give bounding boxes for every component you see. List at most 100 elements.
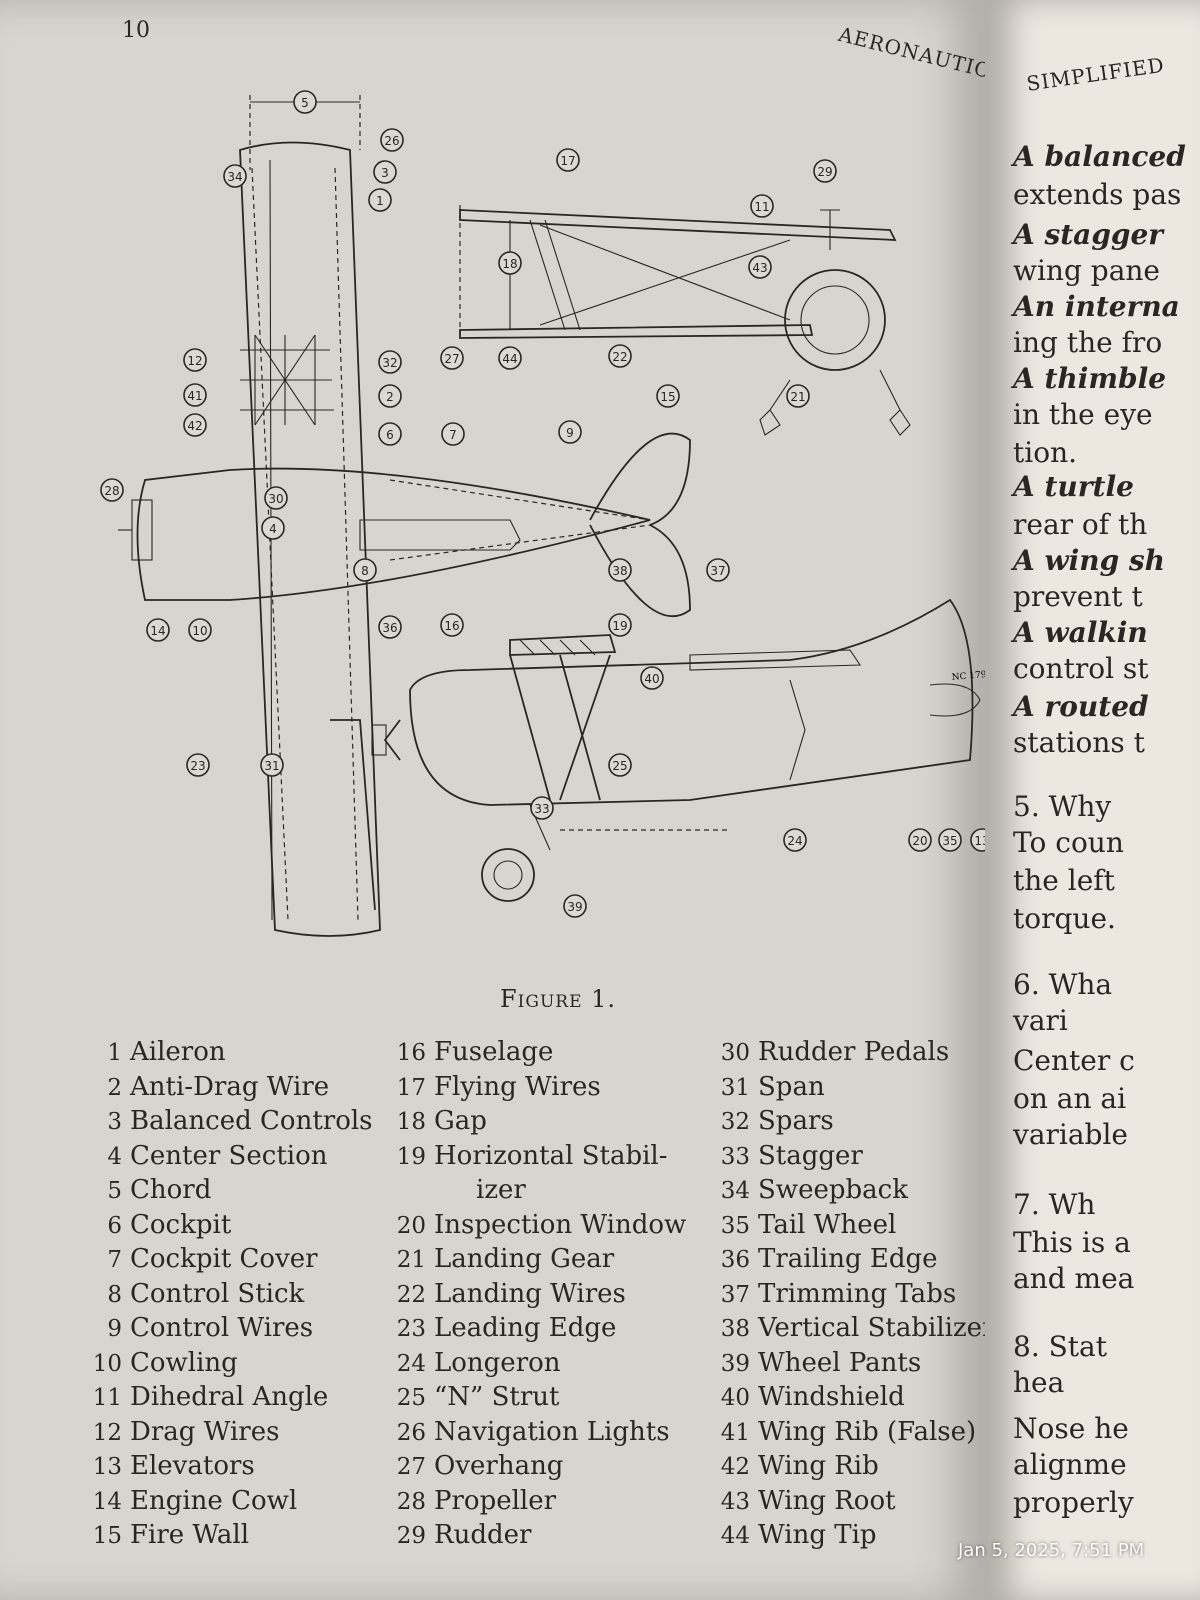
- legend-number: 4: [107, 1143, 122, 1170]
- legend-label: Fire Wall: [130, 1520, 250, 1550]
- callout-circle: [223, 164, 247, 188]
- callout-circle: [498, 251, 522, 275]
- right-page-line: stations t: [1013, 726, 1145, 759]
- right-page-line: An interna: [1013, 290, 1180, 323]
- callout-4: 4: [261, 516, 285, 540]
- right-page-line: tion.: [1013, 436, 1077, 469]
- legend-item: 23 Leading Edge: [392, 1311, 686, 1346]
- callout-number: 5: [301, 96, 309, 110]
- right-page-line: the left: [1013, 864, 1115, 897]
- callout-27: 27: [440, 346, 464, 370]
- callout-number: 7: [449, 428, 457, 442]
- legend-label: Cockpit: [130, 1209, 232, 1240]
- legend-label: Center Section: [130, 1140, 328, 1171]
- legend-number: 32: [720, 1109, 750, 1135]
- callout-number: 29: [817, 165, 832, 179]
- legend-number: 5: [107, 1178, 122, 1204]
- callout-circle: [783, 828, 807, 852]
- callout-circle: [378, 422, 402, 446]
- right-page-line: variable: [1013, 1118, 1128, 1151]
- legend-label: Drag Wires: [130, 1416, 280, 1447]
- right-page-line: 8. Stat: [1013, 1330, 1107, 1363]
- callout-35: 35: [938, 828, 962, 852]
- callout-number: 9: [566, 426, 574, 440]
- callout-circle: [938, 828, 962, 852]
- callout-34: 34: [223, 164, 247, 188]
- callout-22: 22: [608, 344, 632, 368]
- legend-label: Navigation Lights: [434, 1416, 670, 1447]
- callout-number: 6: [386, 428, 394, 442]
- legend-label: Stagger: [758, 1140, 863, 1171]
- callout-3: 3: [373, 160, 397, 184]
- callout-circle: [908, 828, 932, 852]
- right-page-line: and mea: [1013, 1262, 1135, 1295]
- right-page-line: 6. Wha: [1013, 968, 1113, 1001]
- callout-36: 36: [378, 615, 402, 639]
- legend-label: Control Wires: [130, 1313, 314, 1343]
- legend-number: 17: [396, 1074, 426, 1101]
- legend-label: Leading Edge: [434, 1313, 617, 1343]
- legend-number: 1: [107, 1040, 122, 1066]
- legend-label: Landing Wires: [434, 1278, 626, 1309]
- legend-label: Engine Cowl: [130, 1485, 298, 1516]
- callout-circle: [786, 384, 810, 408]
- legend-label: Longeron: [434, 1347, 561, 1378]
- callout-number: 30: [268, 492, 283, 506]
- legend-number: 37: [720, 1281, 750, 1308]
- legend-number: 23: [396, 1316, 426, 1342]
- legend-label: Wing Rib (False): [758, 1416, 977, 1447]
- legend-number: 28: [396, 1488, 426, 1515]
- right-page-line: wing pane: [1013, 254, 1160, 287]
- callout-number: 19: [612, 619, 627, 633]
- legend-number: 30: [720, 1040, 750, 1066]
- callout-number: 17: [560, 154, 575, 168]
- legend-number: 34: [720, 1178, 750, 1204]
- legend-label: Spars: [758, 1106, 834, 1136]
- callout-14: 14: [146, 618, 170, 642]
- legend-label: Landing Gear: [434, 1244, 615, 1274]
- legend-number: 44: [720, 1523, 750, 1549]
- legend-number: 24: [396, 1350, 426, 1377]
- legend-label: “N” Strut: [434, 1382, 560, 1412]
- legend-label: Elevators: [130, 1451, 255, 1481]
- legend-item: 25“N” Strut: [392, 1380, 686, 1415]
- callout-41: 41: [183, 383, 207, 407]
- legend-item: 38 Vertical Stabilizer: [716, 1311, 995, 1346]
- legend-item: 32 Spars: [716, 1104, 994, 1139]
- legend-number: 39: [720, 1350, 750, 1377]
- callout-circle: [380, 128, 404, 152]
- callout-circle: [373, 160, 397, 184]
- callout-33: 33: [530, 796, 554, 820]
- legend-label: Dihedral Angle: [130, 1382, 329, 1412]
- legend-number: 8: [107, 1281, 122, 1308]
- legend-number: 35: [720, 1212, 750, 1239]
- callout-number: 41: [187, 389, 202, 403]
- callout-circle: [378, 384, 402, 408]
- callout-circle: [378, 615, 402, 639]
- legend-label: Span: [758, 1071, 825, 1102]
- right-page-line: alignme: [1013, 1448, 1127, 1481]
- legend-label: Vertical Stabilizer: [758, 1313, 995, 1343]
- callout-circle: [706, 558, 730, 582]
- callout-circle: [186, 753, 210, 777]
- legend-number: 38: [720, 1316, 750, 1342]
